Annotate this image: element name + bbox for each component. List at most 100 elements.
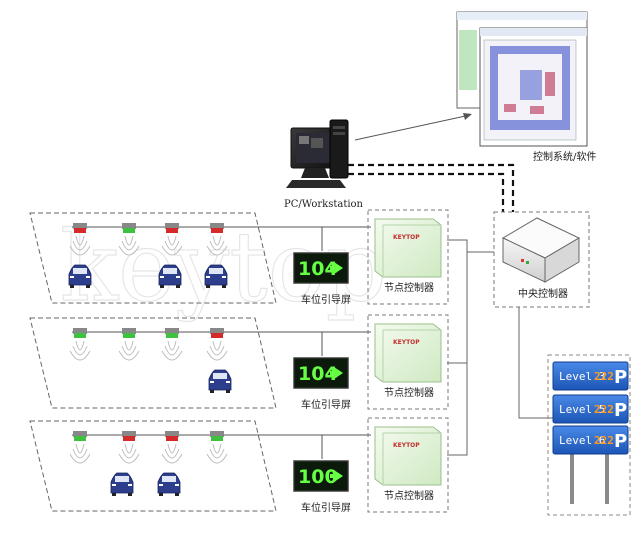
sensor-wave — [75, 443, 85, 454]
sensor-wave — [164, 448, 180, 459]
ultrasonic-sensor — [118, 223, 140, 256]
level-count: 222 — [594, 370, 614, 383]
software-label: 控制系统/软件 — [533, 150, 596, 163]
sensor-indicator-green — [74, 436, 86, 441]
sensor-wave — [167, 443, 177, 454]
level-count: 222 — [594, 434, 614, 447]
sensor-wave — [124, 340, 134, 351]
car-icon — [208, 369, 232, 393]
sensor-indicator-red — [211, 333, 223, 338]
software-screenshots: 控制系统/软件 — [456, 11, 596, 163]
sensor-wave — [209, 345, 225, 356]
ultrasonic-sensor — [161, 431, 183, 464]
sensor-wave — [164, 240, 180, 251]
sensor-indicator-red — [74, 228, 86, 233]
bus-lines — [447, 239, 553, 456]
car-icon — [204, 264, 228, 288]
sensor-wave — [69, 453, 91, 464]
ultrasonic-sensor — [69, 431, 91, 464]
sensor-indicator-green — [123, 333, 135, 338]
parking-zones: 104车位引导屏KEYTOP节点控制器104车位引导屏KEYTOP节点控制器10… — [29, 209, 449, 514]
sensor-wave — [118, 350, 140, 361]
sensor-wave — [212, 235, 222, 246]
sensor-indicator-red — [166, 436, 178, 441]
central-controller-label: 中央控制器 — [518, 287, 568, 300]
sign-number: 100 — [298, 466, 338, 488]
sensor-wave — [121, 345, 137, 356]
guidance-sign: 104 车位引导屏 — [293, 357, 351, 411]
zone-boundary — [29, 212, 277, 304]
sensor-wave — [212, 340, 222, 351]
arrow-right-icon — [334, 470, 343, 482]
sensor-wave — [69, 245, 91, 256]
sensor-wave — [118, 245, 140, 256]
car-icon — [157, 472, 181, 496]
parking-zone: 100 车位引导屏 KEYTOP 节点控制器 — [29, 417, 449, 514]
node-label: 节点控制器 — [384, 281, 434, 294]
parking-zone: 104 车位引导屏 KEYTOP 节点控制器 — [29, 209, 449, 306]
node-label: 节点控制器 — [384, 489, 434, 502]
ultrasonic-sensor — [118, 328, 140, 361]
sensor-wave — [167, 235, 177, 246]
level-count: 222 — [594, 403, 614, 416]
workstation-label: PC/Workstation — [284, 199, 364, 210]
ultrasonic-sensor — [206, 223, 228, 256]
node-label: 节点控制器 — [384, 386, 434, 399]
ultrasonic-sensor — [118, 431, 140, 464]
node-controller: KEYTOP 节点控制器 — [367, 314, 449, 410]
sign-number: 104 — [298, 258, 338, 280]
sign-label: 车位引导屏 — [301, 293, 351, 306]
sensor-wave — [167, 340, 177, 351]
sensor-wave — [75, 340, 85, 351]
sign-number: 104 — [298, 363, 338, 385]
sensor-indicator-red — [211, 228, 223, 233]
ultrasonic-sensor — [69, 223, 91, 256]
ultrasonic-sensor — [161, 223, 183, 256]
sensor-wave — [118, 453, 140, 464]
sensor-indicator-red — [166, 228, 178, 233]
node-brand: KEYTOP — [393, 234, 420, 241]
sensor-wave — [75, 235, 85, 246]
sign-label: 车位引导屏 — [301, 398, 351, 411]
parking-zone: 104 车位引导屏 KEYTOP 节点控制器 — [29, 314, 449, 411]
car-icon — [110, 472, 134, 496]
sensor-wave — [206, 453, 228, 464]
sensor-wave — [124, 235, 134, 246]
arrow-right-icon — [334, 262, 343, 274]
sensor-wave — [124, 443, 134, 454]
sensor-wave — [72, 345, 88, 356]
node-controller: KEYTOP 节点控制器 — [367, 417, 449, 513]
sensor-indicator-green — [123, 228, 135, 233]
sign-label: 车位引导屏 — [301, 501, 351, 514]
car-icon — [68, 264, 92, 288]
ultrasonic-sensor — [69, 328, 91, 361]
sensor-wave — [72, 240, 88, 251]
sensor-wave — [206, 350, 228, 361]
sensor-wave — [206, 245, 228, 256]
zone-boundary — [29, 317, 277, 409]
sensor-wave — [121, 448, 137, 459]
node-controller: KEYTOP 节点控制器 — [367, 209, 449, 305]
node-brand: KEYTOP — [393, 339, 420, 346]
sensor-wave — [209, 240, 225, 251]
parking-p-icon: P — [614, 431, 627, 452]
sensor-wave — [209, 448, 225, 459]
ultrasonic-sensor — [161, 328, 183, 361]
sensor-wave — [161, 453, 183, 464]
arrow-right-icon — [334, 367, 343, 379]
node-brand: KEYTOP — [393, 442, 420, 449]
ultrasonic-sensor — [206, 328, 228, 361]
sensor-wave — [164, 345, 180, 356]
workstation: PC/Workstation — [284, 119, 364, 210]
sensor-wave — [212, 443, 222, 454]
guidance-sign: 100 车位引导屏 — [293, 460, 351, 514]
data-link — [348, 163, 515, 212]
level-name: Level 5 — [559, 403, 605, 416]
car-icon — [158, 264, 182, 288]
parking-p-icon: P — [614, 400, 627, 421]
sensor-wave — [161, 350, 183, 361]
ultrasonic-sensor — [206, 431, 228, 464]
